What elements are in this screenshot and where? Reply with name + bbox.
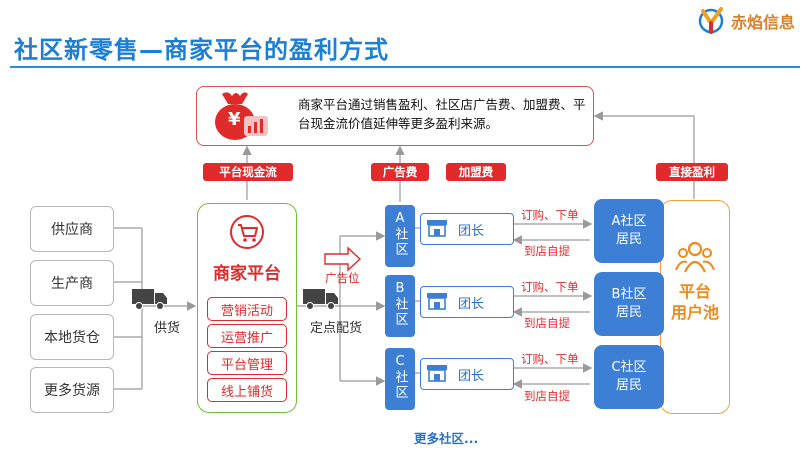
profit-summary-text: 商家平台通过销售盈利、社区店广告费、加盟费、平台现金流价值延伸等更多盈利来源。 [298, 97, 586, 131]
tag-direct-profit: 直接盈利 [656, 163, 728, 181]
money-bag-icon [215, 92, 268, 140]
user-pool-line1: 平台 [678, 282, 711, 301]
fixed-delivery-label: 定点配货 [310, 321, 363, 336]
merchant-platform-title: 商家平台 [213, 264, 281, 284]
tag-ad-fee: 广告费 [371, 163, 429, 181]
producer-box: 生产商 [30, 260, 114, 306]
user-pool-title: 平台 用户池 [660, 281, 730, 323]
leader-label-a: 团长 [458, 224, 485, 239]
pickup-label-c: 到店自提 [524, 389, 570, 403]
resident-a: A社区居民 [594, 199, 664, 263]
title-divider [10, 66, 800, 68]
function-marketing: 营销活动 [207, 297, 287, 321]
store-icon [427, 220, 447, 237]
logo [697, 5, 801, 35]
more-sources-box: 更多货源 [30, 367, 114, 413]
ad-space-label: 广告位 [325, 271, 360, 285]
resident-c: C社区居民 [594, 345, 664, 409]
pickup-label-a: 到店自提 [524, 244, 570, 258]
user-pool-line2: 用户池 [670, 303, 719, 322]
store-icon [427, 293, 447, 310]
community-a-label: 社区 [392, 227, 408, 257]
store-icon [427, 365, 447, 382]
community-a-letter: A [395, 211, 405, 226]
order-label-c: 订购、下单 [521, 352, 579, 366]
resident-b: B社区居民 [594, 272, 664, 336]
supply-label: 供货 [154, 321, 181, 336]
delivery-truck-icon [303, 289, 338, 310]
community-c-letter: C [395, 354, 405, 369]
supplier-box: 供应商 [30, 206, 114, 252]
currency-symbol: ¥ [228, 109, 241, 130]
local-warehouse-box: 本地货仓 [30, 314, 114, 360]
resident-a-label: A社区居民 [611, 214, 647, 247]
people-group-icon [675, 241, 715, 273]
resident-b-label: B社区居民 [611, 287, 647, 320]
function-promotion: 运营推广 [207, 324, 287, 348]
resident-c-label: C社区居民 [611, 360, 647, 393]
tag-platform-cash: 平台现金流 [203, 163, 293, 181]
more-communities-label: 更多社区... [414, 431, 479, 446]
page-title: 社区新零售—商家平台的盈利方式 [14, 36, 389, 64]
logo-text: 赤焰信息 [731, 13, 796, 32]
community-b-letter: B [395, 281, 405, 296]
community-b-label: 社区 [392, 297, 408, 327]
truck-icon [132, 289, 167, 310]
logo-mark-icon [698, 7, 724, 34]
function-online-listing: 线上铺货 [207, 378, 287, 402]
leader-label-c: 团长 [458, 369, 485, 384]
order-label-b: 订购、下单 [521, 280, 579, 294]
shopping-cart-icon [230, 215, 264, 249]
community-c-label: 社区 [392, 370, 408, 400]
pickup-label-b: 到店自提 [524, 316, 570, 330]
leader-label-b: 团长 [458, 297, 485, 312]
function-management: 平台管理 [207, 351, 287, 375]
tag-franchise-fee: 加盟费 [446, 163, 506, 181]
order-label-a: 订购、下单 [521, 208, 579, 222]
